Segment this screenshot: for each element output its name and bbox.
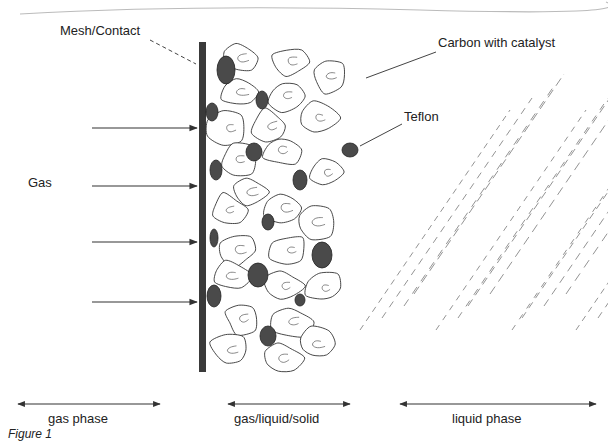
catalyst-curl	[227, 346, 238, 353]
hatch-line	[382, 98, 532, 318]
hatch-line	[436, 110, 586, 330]
catalyst-curl	[284, 92, 293, 99]
catalyst-curl	[278, 146, 287, 154]
carbon-particle	[314, 61, 345, 94]
catalyst-curl	[236, 156, 245, 163]
catalyst-curl	[238, 54, 249, 62]
catalyst-curl	[281, 203, 293, 212]
hatch-line	[360, 110, 510, 330]
flow-label: Gas	[28, 176, 52, 191]
catalyst-curl	[235, 245, 246, 253]
carbon-particle	[251, 108, 285, 142]
hatch-line	[490, 74, 608, 294]
mesh-contact	[199, 42, 206, 372]
catalyst-curl	[268, 121, 277, 130]
hatch-line	[512, 110, 608, 330]
hatch-line	[468, 86, 608, 306]
carbon-particle	[210, 334, 246, 363]
liquid-hatching	[360, 74, 608, 330]
catalyst-curl	[322, 285, 330, 291]
carbon-particle	[299, 206, 334, 240]
hatch-line	[414, 74, 564, 294]
carbon-particle	[213, 192, 249, 223]
catalyst-curl	[312, 218, 325, 226]
catalyst-curl	[240, 314, 249, 322]
catalyst-curl	[313, 341, 326, 348]
catalyst-curl	[226, 272, 238, 279]
carbon-particle	[262, 139, 301, 164]
figure-caption: Figure 1	[8, 428, 52, 442]
carbon-particle	[225, 305, 257, 335]
carbon-particle	[214, 260, 253, 288]
carbon-particles	[206, 43, 344, 371]
teflon-particles	[206, 56, 358, 346]
carbon-particle	[269, 237, 304, 265]
hatch-line	[404, 86, 554, 306]
catalyst-curl	[227, 125, 236, 132]
part-label: Carbon with catalyst	[438, 36, 555, 51]
page-edge	[20, 2, 608, 14]
carbon-particle	[301, 101, 341, 132]
region-label: liquid phase	[452, 412, 521, 427]
hatch-line	[544, 86, 608, 306]
catalyst-curl	[326, 73, 337, 79]
leader-lines	[150, 40, 436, 146]
catalyst-curl	[324, 169, 332, 176]
carbon-particle	[234, 178, 270, 206]
catalyst-curl	[236, 89, 249, 96]
carbon-particle	[265, 343, 305, 372]
carbon-particle	[305, 272, 341, 299]
region-label: gas/liquid/solid	[234, 412, 319, 427]
catalyst-curl	[247, 187, 259, 195]
hatch-line	[522, 98, 608, 318]
hatch-line	[566, 74, 608, 294]
carbon-particle	[309, 159, 344, 185]
catalyst-curl	[288, 57, 297, 65]
catalyst-curl	[287, 247, 296, 253]
part-label: Mesh/Contact	[60, 24, 140, 39]
hatch-line	[576, 110, 608, 330]
hatch-line	[458, 98, 608, 318]
carbon-particle	[268, 83, 305, 112]
part-label: Teflon	[404, 110, 439, 125]
phase-range-arrows	[18, 403, 596, 404]
carbon-particle	[272, 49, 310, 76]
carbon-particle	[300, 326, 335, 356]
catalyst-curl	[289, 317, 299, 325]
catalyst-curl	[279, 354, 289, 362]
hatch-line	[598, 98, 608, 318]
catalyst-curl	[282, 282, 290, 289]
catalyst-curl	[316, 114, 325, 121]
gas-flow-arrows	[92, 128, 197, 302]
catalyst-curl	[226, 206, 234, 213]
region-label: gas phase	[48, 412, 108, 427]
